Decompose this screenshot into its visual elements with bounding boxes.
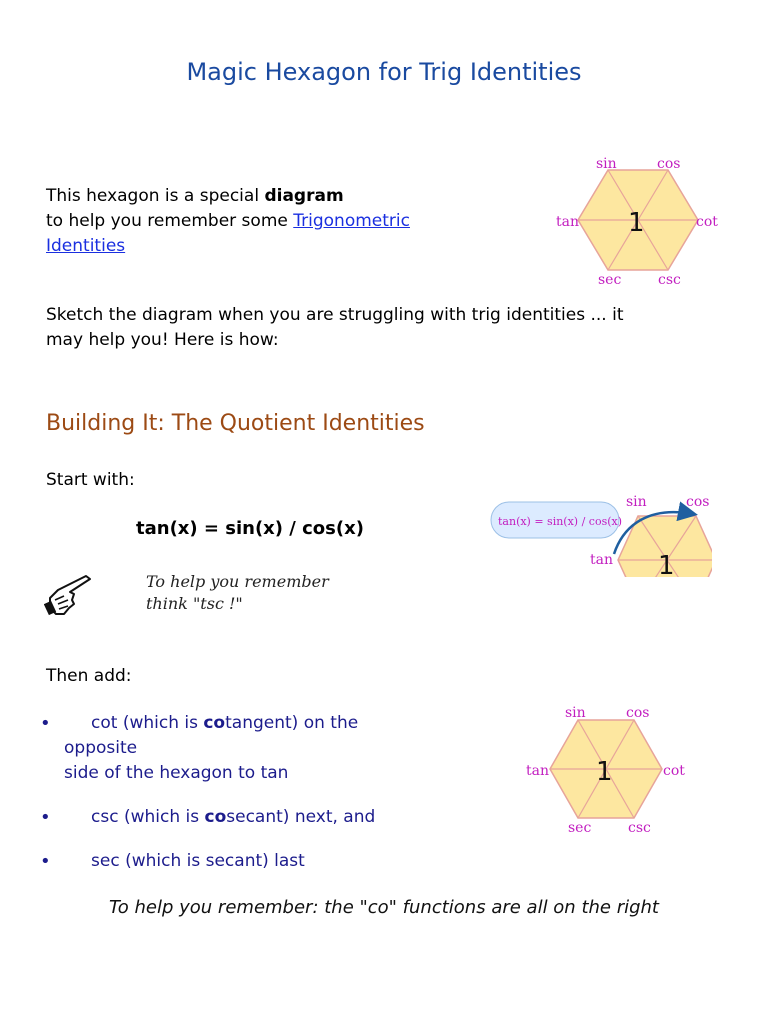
sketch-line2: may help you! Here is how: [46,330,279,350]
bullet-text: csc (which is [91,807,205,827]
label-sec: sec [598,272,621,288]
intro-line1: This hexagon is a special [46,186,265,206]
label-sin: sin [565,705,586,721]
hint-note: To help you remember think "tsc !" [146,571,329,615]
tan-quotient-diagram: tan(x) = sin(x) / cos(x) sin cos tan 1 [490,494,712,580]
trig-identities-link[interactable]: Trigonometric [293,211,410,231]
section-heading: Building It: The Quotient Identities [46,411,425,436]
bullet-dot: • [40,851,51,872]
magic-hexagon-with-co-functions: sin cos tan cot sec csc 1 [526,705,685,836]
bubble-formula: tan(x) = sin(x) / cos(x) [498,515,622,528]
link-text-1[interactable]: Trigonometric [293,211,410,231]
tsc-arrow-icon [612,501,698,555]
label-cos: cos [626,705,649,721]
bullet-bold: co [204,807,227,827]
trig-identities-link-continued[interactable]: Identities [46,236,125,256]
start-with-text: Start with: [46,470,135,490]
label-cot: cot [663,763,685,779]
main-formula: tan(x) = sin(x) / cos(x) [136,518,364,539]
formula-bubble [490,501,620,539]
bullet-text: sec (which is secant) last [91,851,305,871]
magic-hexagon-diagram: sin cos tan cot sec csc 1 [556,156,718,288]
list-item: • sec (which is secant) last [40,849,460,874]
hint-line1: To help you remember [146,572,329,591]
bullet-text: opposite [64,738,138,758]
bullet-text: cot (which is [91,713,204,733]
bullet-text: side of the hexagon to tan [64,763,289,783]
label-tan: tan [556,214,579,230]
label-sin: sin [626,494,647,510]
intro-bold-diagram: diagram [264,186,344,206]
bullet-text: secant) next, and [226,807,376,827]
link-text-2[interactable]: Identities [46,236,126,256]
bullet-dot: • [40,713,51,734]
bullet-bold: co [203,713,226,733]
pointing-hand-icon [44,575,91,616]
page-title: Magic Hexagon for Trig Identities [186,58,582,86]
bullet-text: tangent) on the [225,713,359,733]
then-add-text: Then add: [46,666,132,686]
label-cot: cot [696,214,718,230]
label-sin: sin [596,156,617,172]
intro-line2: to help you remember some [46,211,294,231]
list-item: • cot (which is cotangent) on the opposi… [40,711,460,786]
center-one: 1 [658,551,675,580]
label-tan: tan [526,763,549,779]
center-one: 1 [596,757,613,787]
sketch-paragraph: Sketch the diagram when you are struggli… [46,303,736,353]
label-cos: cos [657,156,680,172]
intro-paragraph: This hexagon is a special diagram to hel… [46,184,486,259]
hint-line2: think "tsc !" [146,594,243,613]
label-csc: csc [628,820,651,836]
label-tan: tan [590,552,613,568]
center-one: 1 [628,208,645,238]
bullet-dot: • [40,807,51,828]
label-cos: cos [686,494,709,510]
label-sec: sec [568,820,591,836]
closing-note: To help you remember: the "co" functions… [109,897,659,918]
sketch-line1: Sketch the diagram when you are struggli… [46,305,624,325]
list-item: • csc (which is cosecant) next, and [40,805,460,830]
label-csc: csc [658,272,681,288]
